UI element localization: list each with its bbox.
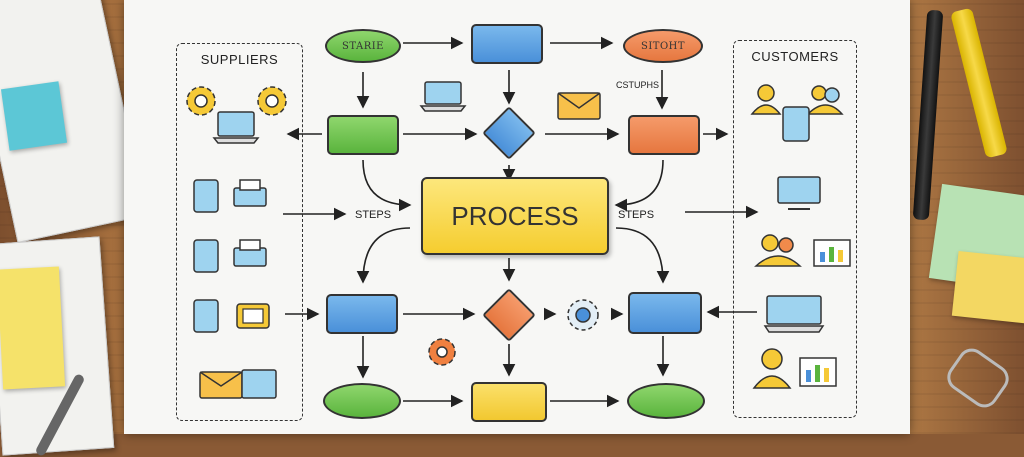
tablet-icon-supplier-3: [193, 299, 219, 333]
steps-label-left: STEPS: [355, 209, 392, 221]
gear-icon-supplier-2: [257, 86, 287, 116]
connector-arrows: [283, 36, 759, 408]
customers-title: CUSTOMERS: [751, 49, 839, 64]
printer-icon-supplier-2: [233, 239, 267, 267]
orange-box-upper-right: [628, 115, 700, 155]
people-icon-customer-1: [750, 84, 782, 115]
stop-label: SITOHT: [640, 40, 686, 52]
stop-node: SITOHT: [623, 29, 703, 63]
laptop-icon: [419, 81, 467, 112]
chart-board-icon-customer-1: [813, 239, 851, 267]
suppliers-panel: SUPPLIERS: [176, 43, 303, 421]
small-note-label: CSTUPHS: [616, 80, 660, 90]
suppliers-title: SUPPLIERS: [200, 52, 279, 67]
steps-label-right: STEPS: [618, 209, 655, 221]
customers-panel: CUSTOMERS: [733, 40, 857, 418]
gear-icon-orange: [428, 338, 456, 366]
gear-icon-supplier-1: [186, 86, 216, 116]
start-node: STARIE: [325, 29, 401, 63]
blue-box-lower-left: [326, 294, 398, 334]
people-icon-customer-3: [754, 234, 802, 267]
blue-box-lower-right: [628, 292, 702, 334]
top-blue-box: [471, 24, 543, 64]
people-icon-customer-2: [806, 85, 844, 115]
tablet-icon-customer: [782, 106, 810, 142]
gear-icon-center: [567, 299, 599, 331]
monitor-icon-customer-1: [777, 176, 821, 210]
chart-board-icon-customer-2: [799, 357, 837, 387]
start-label: STARIE: [342, 40, 384, 52]
envelope-icon-supplier: [199, 369, 277, 399]
green-box-upper-left: [327, 115, 399, 155]
laptop-icon-supplier: [212, 111, 260, 144]
process-box: PROCESS: [421, 177, 609, 255]
green-oval-bottom-right: [627, 383, 705, 419]
yellow-box-bottom: [471, 382, 547, 422]
green-oval-bottom-left: [323, 383, 401, 419]
device-icon-supplier: [236, 303, 270, 329]
printer-icon-supplier-1: [233, 179, 267, 207]
envelope-icon: [557, 92, 601, 120]
person-icon-customer: [752, 348, 792, 389]
tablet-icon-supplier-2: [193, 239, 219, 273]
monitor-icon-customer-2: [763, 295, 825, 333]
tablet-icon-supplier-1: [193, 179, 219, 213]
